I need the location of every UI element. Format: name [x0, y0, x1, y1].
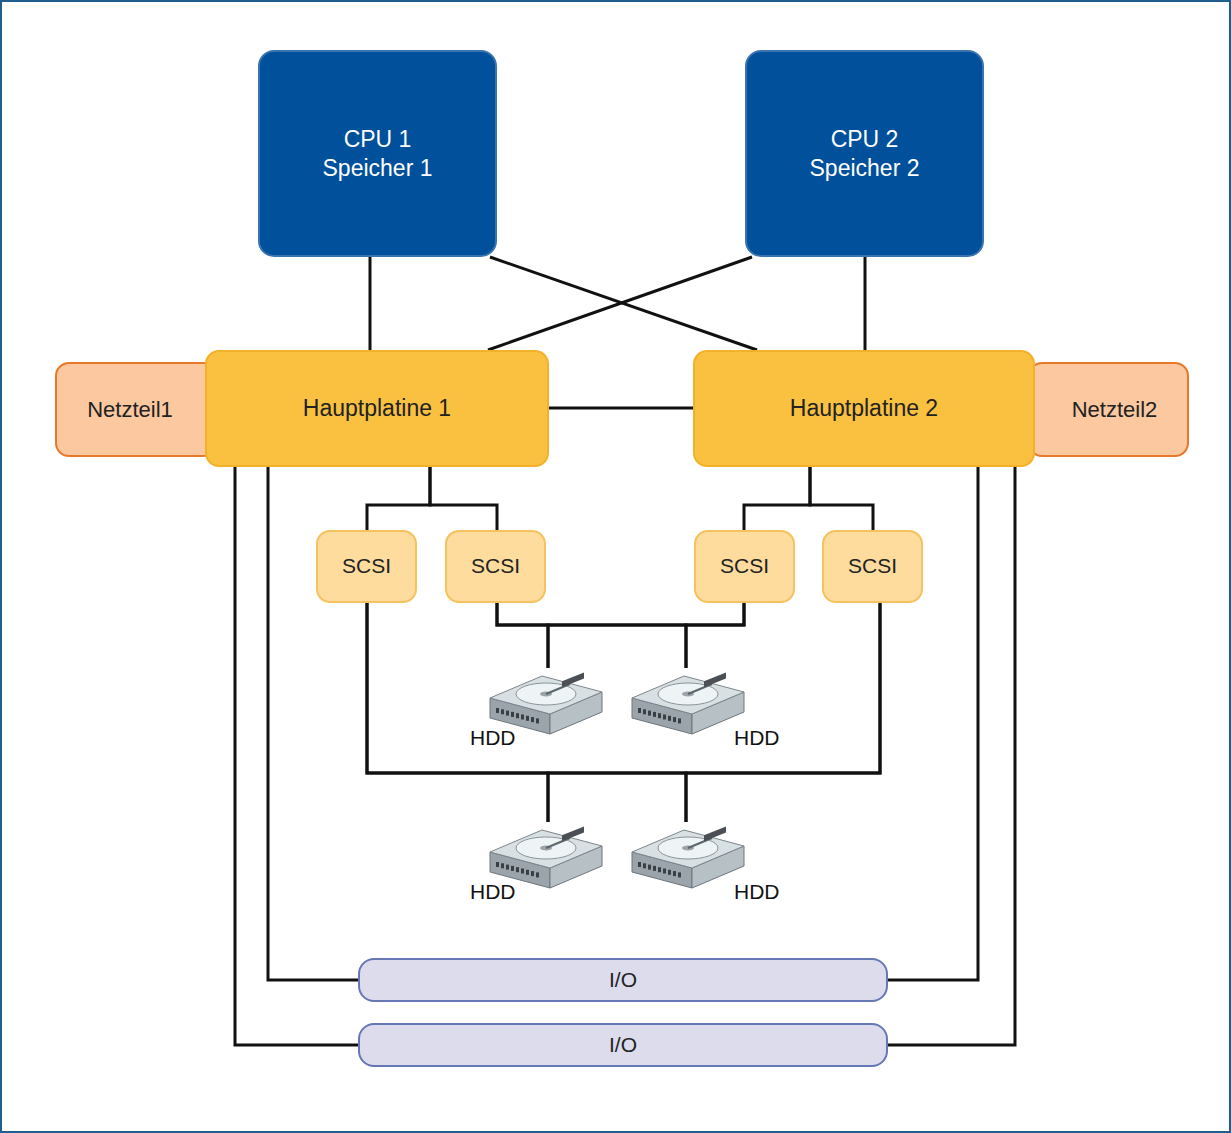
connector-pins — [638, 862, 681, 877]
connection-line — [497, 603, 686, 668]
cpu-memory-box: CPU 2Speicher 2 — [745, 50, 984, 257]
hard-disk-icon — [628, 668, 748, 738]
connection-line — [430, 467, 497, 530]
connection-line — [367, 467, 430, 530]
disk-label: HDD — [734, 725, 780, 751]
connection-line — [686, 603, 744, 668]
node-label: Netzteil1 — [87, 396, 173, 424]
node-label: CPU 1 — [344, 125, 412, 154]
disk-label: HDD — [734, 879, 780, 905]
mainboard-box: Hauptplatine 1 — [205, 350, 549, 467]
hard-disk: HDD — [486, 668, 606, 738]
power-supply-box: Netzteil2 — [1028, 362, 1189, 457]
connection-line — [548, 603, 880, 822]
io-bar: I/O — [358, 958, 888, 1002]
node-label: Hauptplatine 2 — [790, 394, 938, 423]
node-label: SCSI — [471, 553, 520, 579]
hard-disk: HDD — [628, 822, 748, 892]
connection-line — [367, 603, 686, 822]
node-label: Speicher 2 — [810, 154, 920, 183]
node-label: Netzteil2 — [1072, 396, 1158, 424]
connector-pins — [638, 708, 681, 723]
node-label: SCSI — [720, 553, 769, 579]
disk-label: HDD — [470, 879, 516, 905]
node-label: Hauptplatine 1 — [303, 394, 451, 423]
connector-pins — [496, 862, 539, 877]
connection-line — [488, 257, 752, 350]
connection-line — [810, 467, 873, 530]
hard-disk: HDD — [486, 822, 606, 892]
scsi-controller-box: SCSI — [694, 530, 795, 603]
io-bar: I/O — [358, 1023, 888, 1067]
node-label: SCSI — [342, 553, 391, 579]
node-label: SCSI — [848, 553, 897, 579]
connection-line — [548, 603, 744, 668]
scsi-controller-box: SCSI — [316, 530, 417, 603]
connection-line — [744, 467, 810, 530]
mainboard-box: Hauptplatine 2 — [693, 350, 1035, 467]
cpu-memory-box: CPU 1Speicher 1 — [258, 50, 497, 257]
connector-pins — [496, 708, 539, 723]
node-label: CPU 2 — [831, 125, 899, 154]
disk-label: HDD — [470, 725, 516, 751]
power-supply-box: Netzteil1 — [55, 362, 217, 457]
hard-disk: HDD — [628, 668, 748, 738]
node-label: I/O — [609, 1032, 637, 1058]
connection-line — [549, 407, 693, 410]
node-label: Speicher 1 — [323, 154, 433, 183]
scsi-controller-box: SCSI — [445, 530, 546, 603]
connection-line — [497, 603, 548, 668]
node-label: I/O — [609, 967, 637, 993]
hard-disk-icon — [628, 822, 748, 892]
connection-line — [369, 257, 372, 350]
connection-line — [864, 257, 867, 350]
connection-line — [686, 603, 880, 822]
scsi-controller-box: SCSI — [822, 530, 923, 603]
